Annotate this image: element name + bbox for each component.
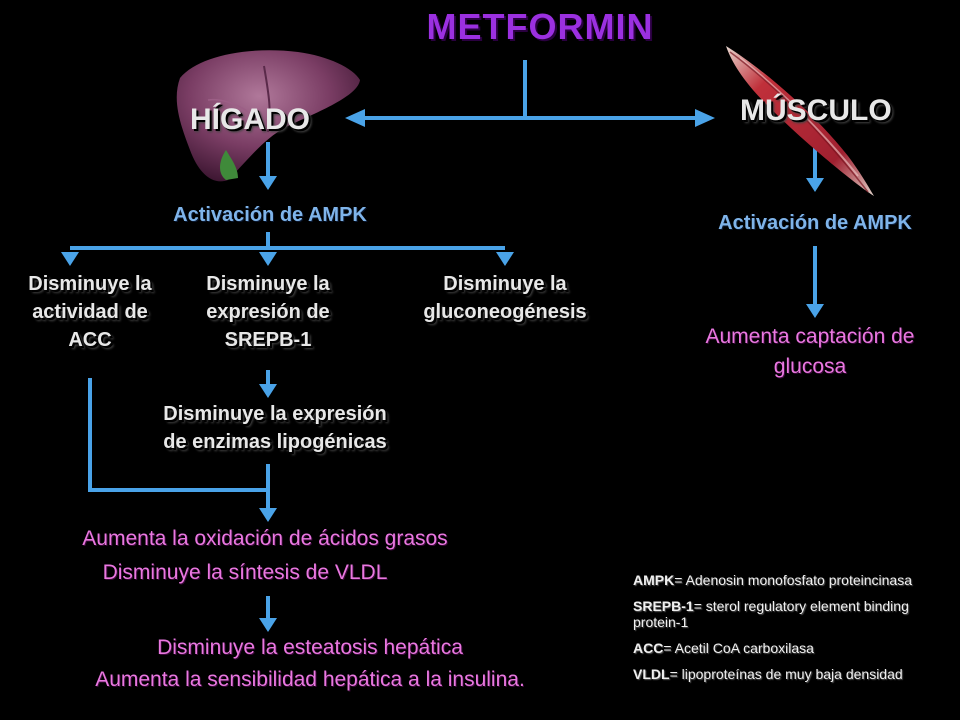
oxidation-vldl: Aumenta la oxidación de ácidos grasos Di…	[40, 522, 490, 590]
oxidation-line2: Disminuye la síntesis de VLDL	[102, 561, 388, 584]
hepatic-outcome: Disminuye la esteatosis hepática Aumenta…	[40, 632, 580, 696]
arrowhead-outcome	[259, 618, 277, 632]
diagram-title: METFORMIN	[426, 6, 654, 47]
definition-srepb: SREPB-1= sterol regulatory element bindi…	[633, 598, 953, 630]
branch-gluco-line2: gluconeogénesis	[423, 301, 587, 323]
arrowhead-lipogenic	[259, 384, 277, 398]
arrowhead-branch-1	[61, 252, 79, 266]
branch-gluconeogenesis: Disminuye la gluconeogénesis	[405, 270, 605, 326]
uptake-line2: glucosa	[773, 355, 847, 378]
definition-text: = lipoproteínas de muy baja densidad	[669, 666, 903, 682]
muscle-icon	[726, 46, 874, 196]
arrowhead-left	[345, 109, 365, 127]
arrowhead-liver-ampk	[259, 176, 277, 190]
arrowhead-muscle-uptake	[806, 304, 824, 318]
definition-ampk: AMPK= Adenosin monofosfato proteincinasa	[633, 572, 953, 588]
branch-srepb-line2: expresión de	[206, 301, 330, 323]
branch-srepb-line1: Disminuye la	[206, 273, 330, 295]
oxidation-line1: Aumenta la oxidación de ácidos grasos	[82, 527, 448, 550]
branch-acc-line3: ACC	[68, 329, 112, 351]
branch-acc: Disminuye la actividad de ACC	[10, 270, 170, 354]
lipogenic-line1: Disminuye la expresión	[163, 403, 387, 425]
abbreviations-legend: AMPK= Adenosin monofosfato proteincinasa…	[633, 572, 953, 692]
branch-srepb-line3: SREPB-1	[224, 329, 312, 351]
outcome-line2: Aumenta la sensibilidad hepática a la in…	[95, 668, 525, 691]
uptake-line1: Aumenta captación de	[705, 325, 915, 348]
definition-term: SREPB-1	[633, 598, 694, 614]
arrowhead-right	[695, 109, 715, 127]
liver-ampk-label: Activación de AMPK	[173, 204, 367, 226]
branch-acc-line1: Disminuye la	[28, 273, 152, 295]
arrowhead-muscle-ampk	[806, 178, 824, 192]
arrowhead-branch-2	[259, 252, 277, 266]
arrowhead-oxidation	[259, 508, 277, 522]
acc-path	[88, 378, 268, 492]
definition-vldl: VLDL= lipoproteínas de muy baja densidad	[633, 666, 953, 682]
muscle-ampk-label: Activación de AMPK	[718, 212, 912, 234]
branch-acc-line2: actividad de	[32, 301, 148, 323]
lipogenic-enzymes: Disminuye la expresión de enzimas lipogé…	[130, 400, 420, 456]
arrowhead-branch-3	[496, 252, 514, 266]
outcome-line1: Disminuye la esteatosis hepática	[157, 636, 463, 659]
liver-label: HÍGADO	[190, 103, 310, 136]
branch-gluco-line1: Disminuye la	[443, 273, 567, 295]
definition-term: AMPK	[633, 572, 675, 588]
muscle-label: MÚSCULO	[740, 94, 892, 127]
branch-srepb: Disminuye la expresión de SREPB-1	[188, 270, 348, 354]
definition-term: ACC	[633, 640, 664, 656]
definition-text: = sterol regulatory element binding prot…	[633, 598, 909, 630]
definition-text: = Acetil CoA carboxilasa	[663, 640, 814, 656]
definition-acc: ACC= Acetil CoA carboxilasa	[633, 640, 953, 656]
definition-text: = Adenosin monofosfato proteincinasa	[674, 572, 913, 588]
glucose-uptake: Aumenta captación de glucosa	[680, 322, 940, 382]
definition-term: VLDL	[633, 666, 670, 682]
lipogenic-line2: de enzimas lipogénicas	[163, 431, 387, 453]
liver-icon	[176, 50, 360, 182]
